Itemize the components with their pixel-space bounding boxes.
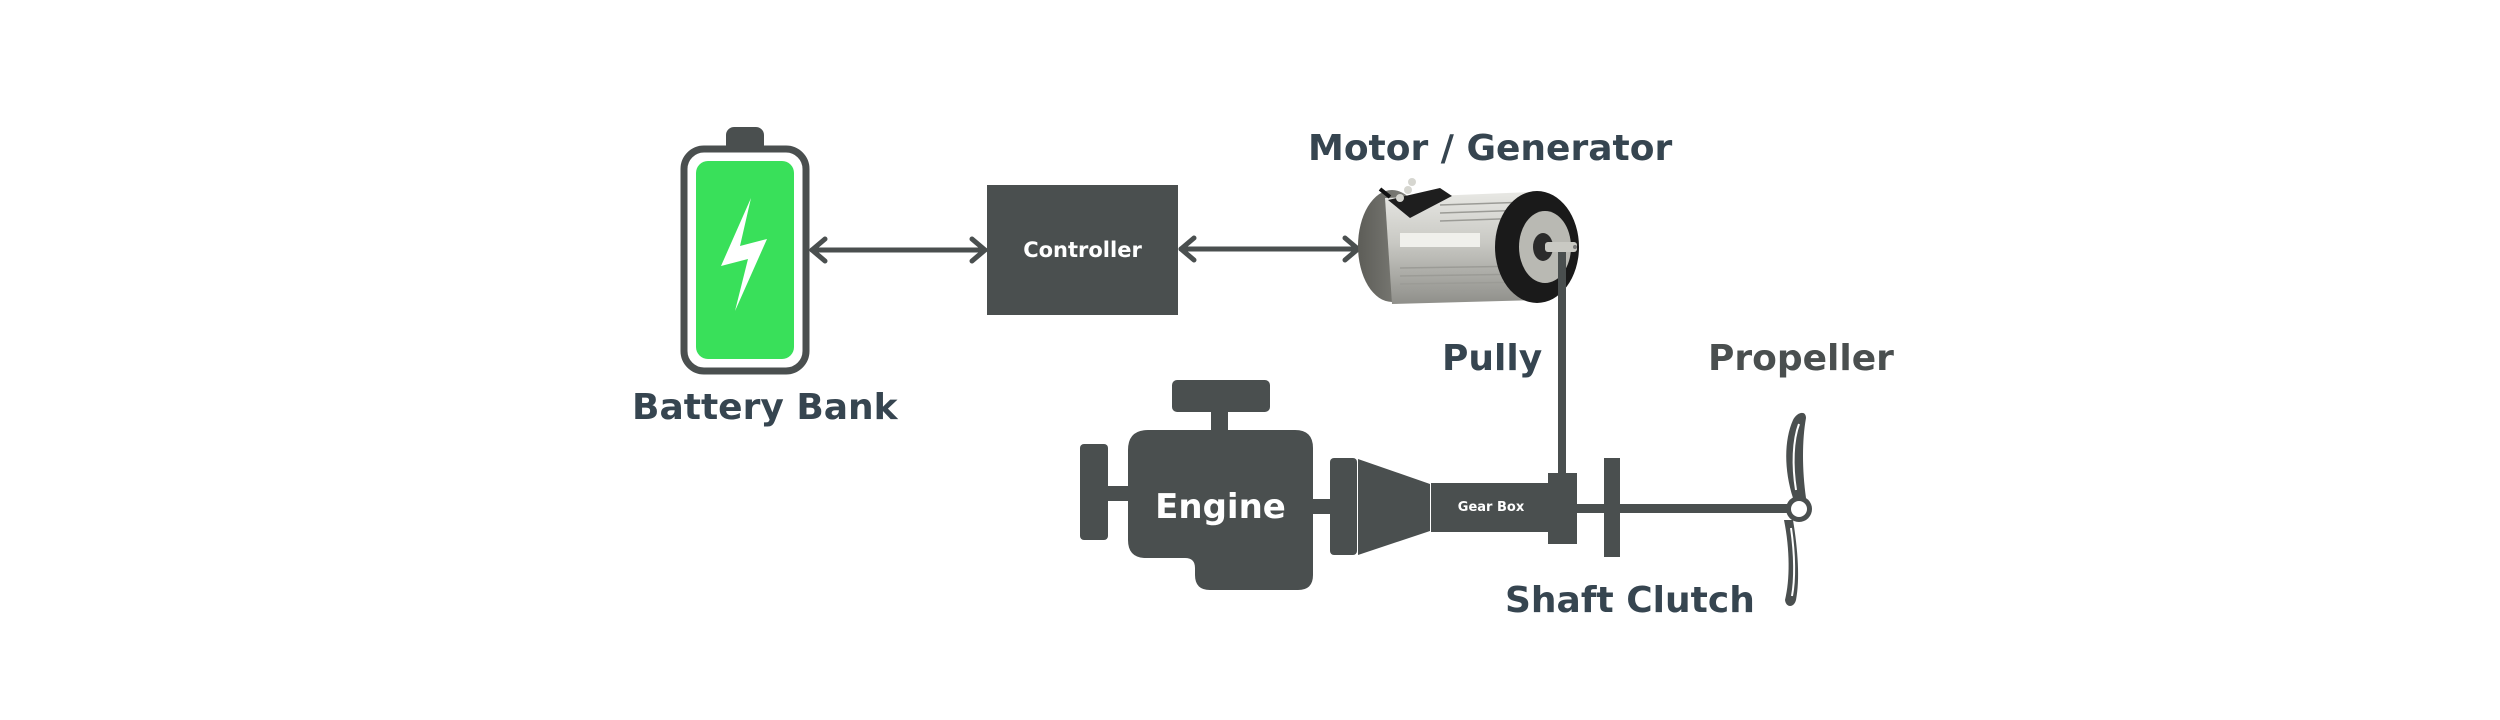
gearbox-cone xyxy=(1358,459,1430,555)
gear-box xyxy=(1431,483,1551,532)
pulley-belt xyxy=(1558,252,1566,476)
battery-bank-label: Battery Bank xyxy=(632,387,898,428)
bell-housing xyxy=(1330,458,1357,555)
propeller-icon xyxy=(1784,412,1812,606)
pulley-block xyxy=(1548,473,1577,544)
propeller-label: Propeller xyxy=(1708,338,1894,379)
propeller-blade-top xyxy=(1786,412,1806,498)
lightning-bolt-icon xyxy=(721,198,767,311)
engine-block xyxy=(1128,430,1313,590)
pulley-label: Pully xyxy=(1442,338,1543,379)
arrow-controller-motor xyxy=(1178,235,1361,263)
controller-label: Controller xyxy=(1023,238,1142,262)
battery-charge-level xyxy=(696,161,794,359)
shaft-clutch-plate xyxy=(1604,458,1620,557)
transmission xyxy=(1330,458,1577,555)
engine-label: Engine xyxy=(1155,487,1286,527)
propeller-shaft xyxy=(1576,504,1788,513)
gear-box-label: Gear Box xyxy=(1457,500,1525,515)
arrow-battery-controller xyxy=(809,236,988,264)
engine-icon xyxy=(1080,380,1332,590)
engine-air-filter xyxy=(1172,380,1270,412)
motor-generator-label: Motor / Generator xyxy=(1308,128,1673,169)
engine-flywheel xyxy=(1080,444,1108,540)
shaft-clutch-label: Shaft Clutch xyxy=(1505,580,1755,621)
electric-motor-icon xyxy=(1358,178,1579,304)
controller-box xyxy=(987,185,1178,315)
battery-icon xyxy=(680,127,810,375)
